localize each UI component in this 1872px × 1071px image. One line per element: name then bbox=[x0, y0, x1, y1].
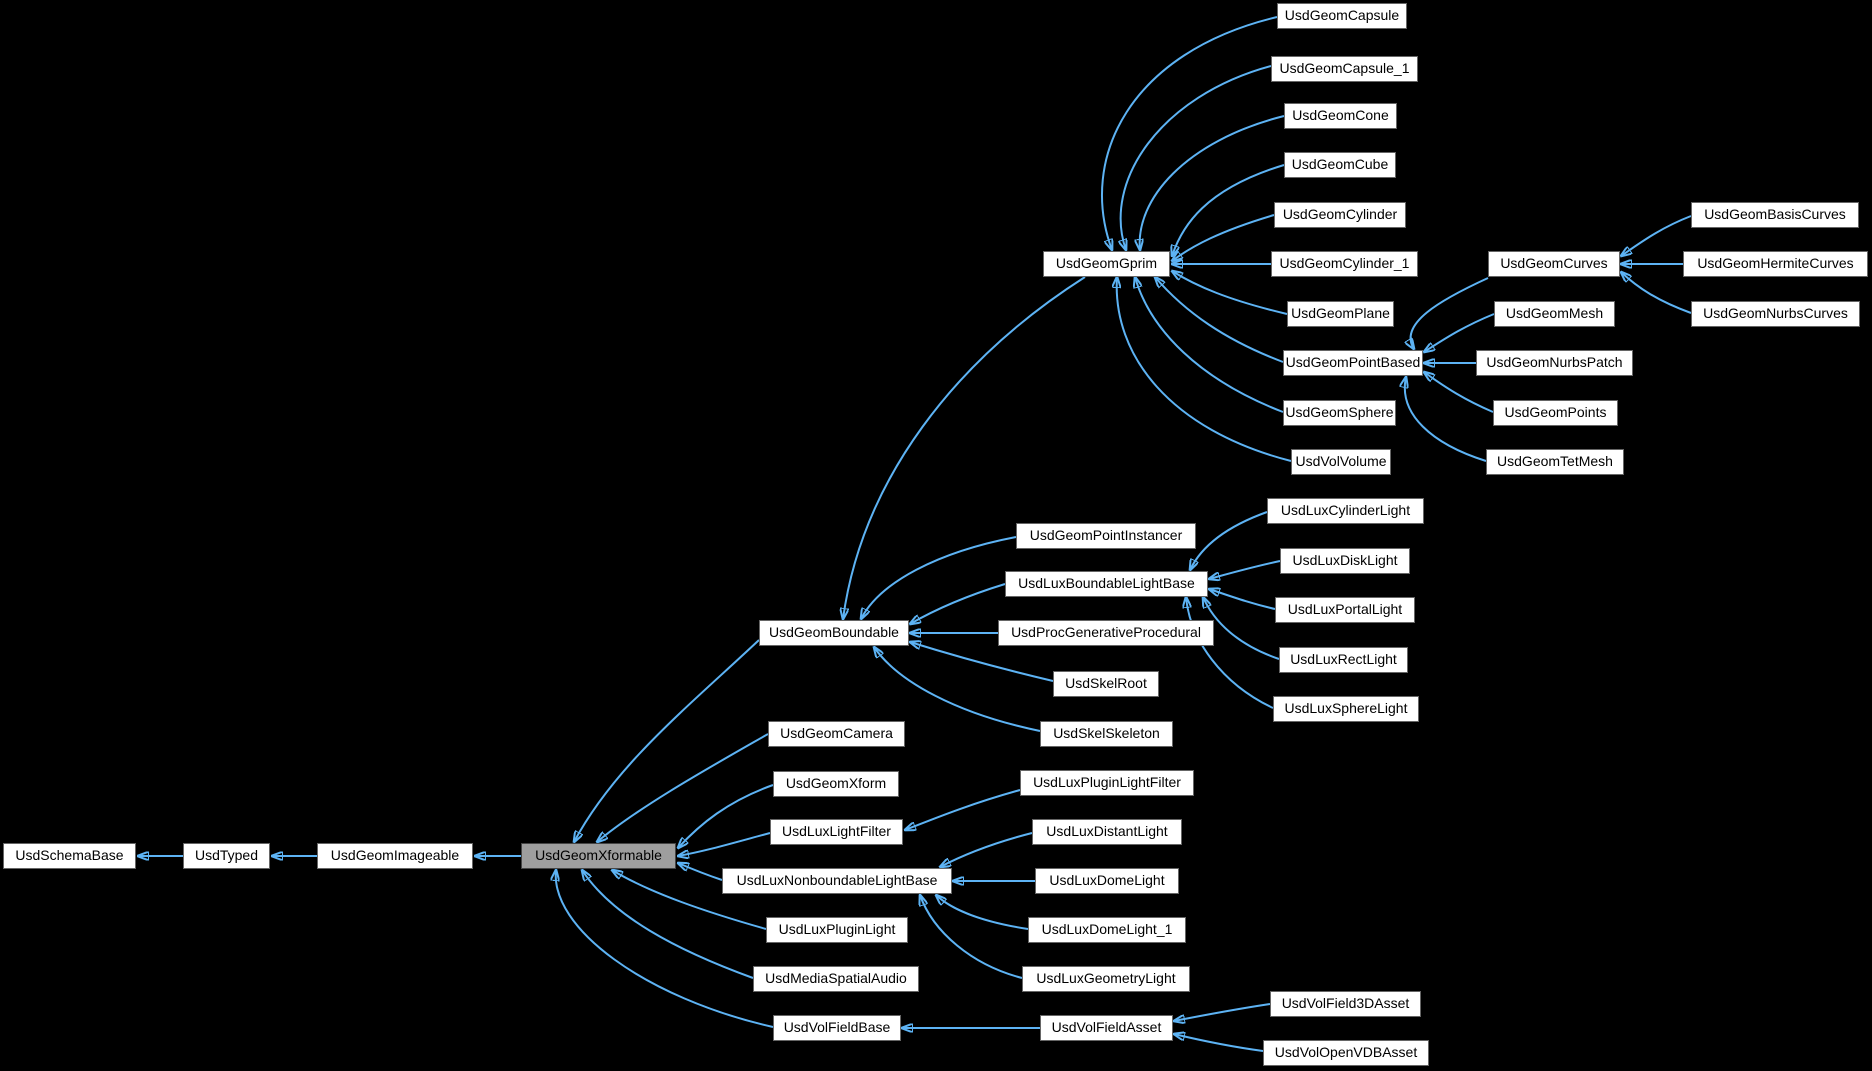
edge-UsdGeomCylinder-to-UsdGeomGprim bbox=[1172, 214, 1275, 261]
edge-UsdGeomBoundable-to-UsdGeomXformable bbox=[574, 639, 760, 842]
edge-UsdGeomBasisCurves-to-UsdGeomCurves bbox=[1621, 215, 1692, 256]
edge-UsdVolVolume-to-UsdGeomGprim bbox=[1117, 277, 1292, 462]
class-UsdGeomBasisCurves[interactable]: UsdGeomBasisCurves bbox=[1691, 202, 1859, 228]
class-UsdVolFieldBase[interactable]: UsdVolFieldBase bbox=[773, 1015, 901, 1041]
class-UsdVolVolume[interactable]: UsdVolVolume bbox=[1291, 449, 1391, 475]
class-UsdGeomNurbsPatch[interactable]: UsdGeomNurbsPatch bbox=[1476, 350, 1633, 376]
edge-UsdVolField3DAsset-to-UsdVolFieldAsset bbox=[1174, 1003, 1271, 1021]
class-UsdSkelSkeleton[interactable]: UsdSkelSkeleton bbox=[1040, 721, 1173, 747]
edge-UsdVolOpenVDBAsset-to-UsdVolFieldAsset bbox=[1174, 1034, 1264, 1052]
edge-UsdGeomNurbsCurves-to-UsdGeomCurves bbox=[1621, 272, 1692, 314]
class-UsdGeomPlane[interactable]: UsdGeomPlane bbox=[1287, 301, 1394, 327]
class-UsdLuxPluginLight[interactable]: UsdLuxPluginLight bbox=[766, 917, 908, 943]
class-UsdTyped[interactable]: UsdTyped bbox=[183, 843, 270, 869]
edge-UsdLuxDistantLight-to-UsdLuxNonboundableLightBase bbox=[940, 832, 1033, 867]
edge-UsdLuxSphereLight-to-UsdLuxBoundableLightBase bbox=[1186, 597, 1274, 709]
class-UsdGeomNurbsCurves[interactable]: UsdGeomNurbsCurves bbox=[1691, 301, 1860, 327]
edge-UsdLuxBoundableLightBase-to-UsdGeomBoundable bbox=[910, 583, 1006, 624]
class-UsdLuxRectLight[interactable]: UsdLuxRectLight bbox=[1279, 647, 1408, 673]
edge-UsdLuxLightFilter-to-UsdGeomXformable bbox=[678, 832, 771, 856]
edge-UsdGeomPointBased-to-UsdGeomGprim bbox=[1155, 277, 1284, 363]
class-UsdGeomCapsule[interactable]: UsdGeomCapsule bbox=[1277, 3, 1407, 29]
class-UsdLuxDomeLight_1[interactable]: UsdLuxDomeLight_1 bbox=[1028, 917, 1186, 943]
edge-UsdGeomCapsule-to-UsdGeomGprim bbox=[1100, 16, 1278, 250]
edge-UsdLuxPortalLight-to-UsdLuxBoundableLightBase bbox=[1209, 589, 1276, 610]
class-UsdSchemaBase[interactable]: UsdSchemaBase bbox=[3, 843, 136, 869]
edge-UsdLuxDiskLight-to-UsdLuxBoundableLightBase bbox=[1209, 560, 1281, 579]
edge-UsdLuxCylinderLight-to-UsdLuxBoundableLightBase bbox=[1190, 511, 1268, 570]
edge-UsdLuxRectLight-to-UsdLuxBoundableLightBase bbox=[1203, 597, 1280, 660]
class-UsdLuxPortalLight[interactable]: UsdLuxPortalLight bbox=[1275, 597, 1415, 623]
class-UsdVolOpenVDBAsset[interactable]: UsdVolOpenVDBAsset bbox=[1263, 1040, 1429, 1066]
class-UsdMediaSpatialAudio[interactable]: UsdMediaSpatialAudio bbox=[753, 966, 919, 992]
edge-UsdLuxPluginLightFilter-to-UsdLuxLightFilter bbox=[905, 789, 1021, 830]
edge-UsdGeomSphere-to-UsdGeomGprim bbox=[1135, 277, 1284, 413]
edge-UsdLuxGeometryLight-to-UsdLuxNonboundableLightBase bbox=[920, 895, 1023, 979]
class-UsdGeomCylinder[interactable]: UsdGeomCylinder bbox=[1274, 202, 1406, 228]
class-UsdLuxDomeLight[interactable]: UsdLuxDomeLight bbox=[1035, 868, 1179, 894]
class-UsdVolFieldAsset[interactable]: UsdVolFieldAsset bbox=[1040, 1015, 1173, 1041]
edge-UsdGeomCube-to-UsdGeomGprim bbox=[1172, 164, 1285, 256]
edge-UsdGeomCamera-to-UsdGeomXformable bbox=[597, 733, 769, 842]
class-UsdGeomXformable: UsdGeomXformable bbox=[521, 843, 676, 869]
class-UsdGeomPoints[interactable]: UsdGeomPoints bbox=[1493, 400, 1618, 426]
class-UsdGeomImageable[interactable]: UsdGeomImageable bbox=[317, 843, 473, 869]
class-UsdGeomCube[interactable]: UsdGeomCube bbox=[1284, 152, 1396, 178]
class-UsdGeomCurves[interactable]: UsdGeomCurves bbox=[1488, 251, 1620, 277]
class-UsdGeomSphere[interactable]: UsdGeomSphere bbox=[1283, 400, 1396, 426]
class-UsdVolField3DAsset[interactable]: UsdVolField3DAsset bbox=[1270, 991, 1421, 1017]
class-UsdGeomHermiteCurves[interactable]: UsdGeomHermiteCurves bbox=[1683, 251, 1868, 277]
edge-UsdSkelRoot-to-UsdGeomBoundable bbox=[910, 642, 1054, 682]
edge-UsdGeomMesh-to-UsdGeomPointBased bbox=[1424, 313, 1495, 352]
class-UsdGeomCamera[interactable]: UsdGeomCamera bbox=[768, 721, 905, 747]
class-UsdGeomXform[interactable]: UsdGeomXform bbox=[773, 771, 899, 797]
edge-UsdSkelSkeleton-to-UsdGeomBoundable bbox=[874, 647, 1041, 732]
class-UsdSkelRoot[interactable]: UsdSkelRoot bbox=[1053, 671, 1159, 697]
class-UsdGeomTetMesh[interactable]: UsdGeomTetMesh bbox=[1486, 449, 1624, 475]
class-UsdLuxNonboundableLightBase[interactable]: UsdLuxNonboundableLightBase bbox=[722, 868, 952, 894]
edge-UsdMediaSpatialAudio-to-UsdGeomXformable bbox=[582, 870, 754, 979]
edge-UsdGeomCurves-to-UsdGeomPointBased bbox=[1411, 277, 1489, 349]
edge-UsdLuxNonboundableLightBase-to-UsdGeomXformable bbox=[678, 863, 723, 881]
class-UsdLuxDiskLight[interactable]: UsdLuxDiskLight bbox=[1280, 548, 1410, 574]
edge-UsdLuxPluginLight-to-UsdGeomXformable bbox=[612, 870, 767, 930]
edge-UsdGeomXform-to-UsdGeomXformable bbox=[678, 784, 774, 848]
class-UsdLuxSphereLight[interactable]: UsdLuxSphereLight bbox=[1273, 696, 1419, 722]
class-UsdLuxGeometryLight[interactable]: UsdLuxGeometryLight bbox=[1022, 966, 1190, 992]
class-UsdProcGenerativeProcedural[interactable]: UsdProcGenerativeProcedural bbox=[998, 620, 1214, 646]
class-UsdGeomGprim[interactable]: UsdGeomGprim bbox=[1043, 251, 1170, 277]
edge-UsdGeomPointInstancer-to-UsdGeomBoundable bbox=[861, 536, 1017, 619]
class-UsdGeomCone[interactable]: UsdGeomCone bbox=[1284, 103, 1397, 129]
edge-UsdGeomCone-to-UsdGeomGprim bbox=[1140, 115, 1285, 250]
edge-UsdGeomPoints-to-UsdGeomPointBased bbox=[1424, 372, 1494, 413]
class-UsdGeomCapsule_1[interactable]: UsdGeomCapsule_1 bbox=[1271, 56, 1418, 82]
edge-UsdGeomCapsule_1-to-UsdGeomGprim bbox=[1121, 65, 1272, 250]
class-UsdGeomCylinder_1[interactable]: UsdGeomCylinder_1 bbox=[1271, 251, 1418, 277]
class-UsdGeomMesh[interactable]: UsdGeomMesh bbox=[1494, 301, 1615, 327]
class-UsdLuxPluginLightFilter[interactable]: UsdLuxPluginLightFilter bbox=[1020, 770, 1194, 796]
edge-UsdGeomGprim-to-UsdGeomBoundable bbox=[843, 276, 1086, 619]
edge-UsdLuxDomeLight_1-to-UsdLuxNonboundableLightBase bbox=[936, 895, 1029, 930]
class-UsdLuxBoundableLightBase[interactable]: UsdLuxBoundableLightBase bbox=[1005, 571, 1208, 597]
edge-UsdVolFieldBase-to-UsdGeomXformable bbox=[556, 870, 774, 1028]
class-UsdLuxDistantLight[interactable]: UsdLuxDistantLight bbox=[1032, 819, 1182, 845]
class-UsdLuxCylinderLight[interactable]: UsdLuxCylinderLight bbox=[1267, 498, 1424, 524]
class-UsdGeomBoundable[interactable]: UsdGeomBoundable bbox=[759, 620, 909, 646]
class-UsdGeomPointInstancer[interactable]: UsdGeomPointInstancer bbox=[1016, 523, 1196, 549]
edge-UsdGeomPlane-to-UsdGeomGprim bbox=[1172, 271, 1288, 315]
class-UsdGeomPointBased[interactable]: UsdGeomPointBased bbox=[1283, 350, 1423, 376]
edge-UsdGeomTetMesh-to-UsdGeomPointBased bbox=[1405, 377, 1487, 462]
class-UsdLuxLightFilter[interactable]: UsdLuxLightFilter bbox=[770, 819, 903, 845]
